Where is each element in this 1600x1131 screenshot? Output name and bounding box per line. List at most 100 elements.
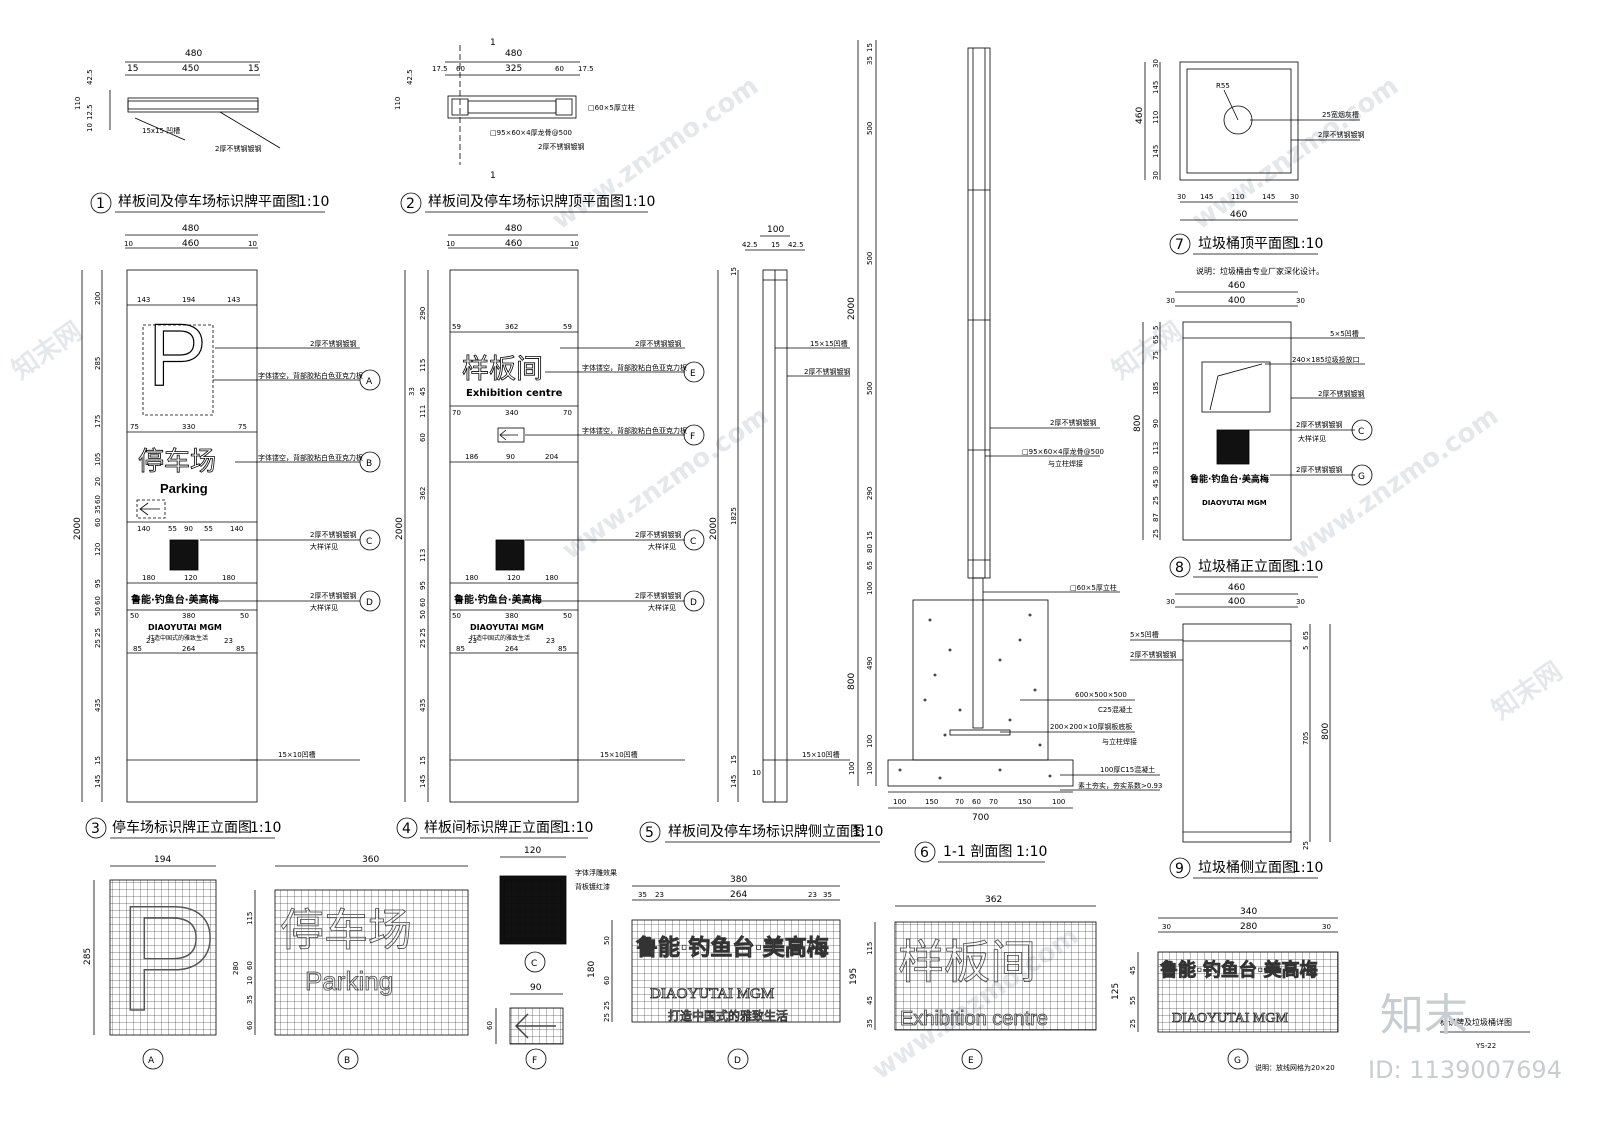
note: 2厚不锈钢镀钢 bbox=[215, 144, 261, 153]
sign-en-text: Parking bbox=[160, 481, 208, 496]
sign-cn-text: 样板间 bbox=[462, 354, 543, 385]
dim-label: 17.5 bbox=[578, 65, 594, 73]
dim-label: 100 bbox=[866, 582, 874, 595]
dim-label: 45 bbox=[1129, 966, 1137, 975]
dim-total: 800 bbox=[1321, 723, 1331, 740]
note: 大样详见 bbox=[648, 542, 676, 551]
detail-label: G bbox=[1234, 1056, 1241, 1066]
dim-label: 325 bbox=[505, 64, 522, 74]
note: 2厚不锈钢镀钢 bbox=[1318, 389, 1364, 398]
dim-label: 145 bbox=[730, 775, 738, 788]
base-plate bbox=[949, 729, 1011, 736]
dim-label: 59 bbox=[563, 323, 572, 331]
note: 200×200×10厚钢板底板 bbox=[1050, 722, 1132, 731]
dim-label: 113 bbox=[1152, 442, 1160, 455]
dim-label: 75 bbox=[130, 423, 139, 431]
note: 字体镂空，背部胶粘白色亚克力板 bbox=[258, 371, 363, 380]
dim-label: 435 bbox=[94, 699, 102, 712]
dim-label: 50 bbox=[94, 607, 102, 616]
dim-label: 80 bbox=[866, 544, 874, 553]
dim-label: 30 bbox=[1290, 193, 1299, 201]
dim-total: 2000 bbox=[847, 297, 857, 320]
note: 与立柱焊接 bbox=[1048, 459, 1083, 468]
dim-label: 10 bbox=[124, 240, 133, 248]
dim-label: 150 bbox=[1018, 798, 1031, 806]
note: 2厚不锈钢镀钢 bbox=[1296, 420, 1342, 429]
dim-label: 23 bbox=[224, 637, 233, 645]
view-number: 2 bbox=[406, 196, 415, 212]
dim-label: 150 bbox=[925, 798, 938, 806]
view-scale: 1:10 bbox=[1292, 860, 1323, 876]
detail-label: A bbox=[148, 1056, 155, 1066]
dim-label: 145 bbox=[1262, 193, 1275, 201]
dim-label: 90 bbox=[184, 525, 193, 533]
detail-b: 360 停车场 Parking 115 280 60 10 35 60 B bbox=[232, 855, 469, 1070]
dim-label: 264 bbox=[182, 645, 196, 653]
dim-label: 15 bbox=[127, 64, 138, 74]
dim-label: 100 bbox=[1052, 798, 1065, 806]
grid-note: 说明：放线网格为20×20 bbox=[1255, 1063, 1335, 1072]
dim-label: 60 bbox=[419, 598, 427, 607]
sign-en-text: Exhibition centre bbox=[900, 1008, 1048, 1030]
logo-seal-icon bbox=[169, 539, 199, 571]
dim-label: 460 bbox=[1228, 281, 1245, 291]
view-number: 1 bbox=[96, 196, 105, 212]
dim-label: 60 bbox=[94, 495, 102, 504]
dim-label: 95 bbox=[419, 581, 427, 590]
dim-label: 30 bbox=[1152, 171, 1160, 180]
note: 字体浮雕效果 bbox=[575, 868, 617, 877]
dim-label: 35 bbox=[638, 891, 647, 899]
view-scale: 1:10 bbox=[1292, 236, 1323, 252]
dim-label: 340 bbox=[505, 409, 518, 417]
view-6-section: 100 150 70 60 70 150 100 700 15 35 500 5… bbox=[847, 40, 1162, 863]
note: 大样详见 bbox=[310, 542, 338, 551]
note: 2厚不锈钢镀钢 bbox=[1318, 130, 1364, 139]
view-title: 1-1 剖面图 bbox=[943, 844, 1012, 860]
dim-label: 204 bbox=[545, 453, 559, 461]
note: C25混凝土 bbox=[1098, 705, 1133, 714]
dim-label: 55 bbox=[204, 525, 213, 533]
callout-c: C bbox=[690, 537, 696, 547]
dim-label: 25 bbox=[94, 628, 102, 637]
dim-label: 70 bbox=[563, 409, 572, 417]
dim-label: 460 bbox=[505, 239, 522, 249]
view-7-bin-top: R55 30 145 110 145 30 460 30 145 110 145… bbox=[1135, 59, 1364, 276]
dim-label: 110 bbox=[1231, 193, 1244, 201]
note: 2厚不锈钢镀钢 bbox=[310, 591, 356, 600]
brand-cn-text: 鲁能·钓鱼台·美高梅 bbox=[130, 593, 219, 606]
dim-label: 200 bbox=[94, 292, 102, 305]
dim-label: 400 bbox=[1228, 597, 1245, 607]
note: 2厚不锈钢镀钢 bbox=[310, 530, 356, 539]
detail-label: F bbox=[532, 1056, 537, 1066]
dim-label: 30 bbox=[1152, 466, 1160, 475]
brand-cn-text: 鲁能·钓鱼台·美高梅 bbox=[1190, 473, 1269, 485]
tagline-text: 打造中国式的雅致生活 bbox=[668, 1008, 788, 1023]
note: 25宽烟灰槽 bbox=[1322, 110, 1359, 119]
dim-label: 110 bbox=[74, 97, 82, 110]
view-9-bin-side: 460 30 400 30 65 5 705 800 25 5×5凹槽 2厚不锈… bbox=[1130, 583, 1331, 879]
dim-label: 75 bbox=[238, 423, 247, 431]
dim-label: 195 bbox=[849, 968, 859, 985]
watermark-brand: 知末网 bbox=[1107, 316, 1188, 385]
dim-label: 23 bbox=[546, 637, 555, 645]
note: 2厚不锈钢镀钢 bbox=[310, 339, 356, 348]
dim-label: 50 bbox=[419, 610, 427, 619]
dim-label: 60 bbox=[603, 976, 611, 985]
view-number: 8 bbox=[1175, 560, 1184, 576]
dim-label: 290 bbox=[866, 487, 874, 500]
brand-en-text: DIAOYUTAI MGM bbox=[1172, 1011, 1288, 1026]
watermark-site: www.znzmo.com bbox=[547, 71, 764, 236]
dim-label: 23 bbox=[468, 637, 477, 645]
logo-seal-icon bbox=[495, 539, 525, 571]
arrow-left-icon bbox=[499, 429, 518, 441]
dim-label: 60 bbox=[94, 596, 102, 605]
dim-label: 23 bbox=[655, 891, 664, 899]
dim-label: 70 bbox=[452, 409, 461, 417]
dim-label: 100 bbox=[848, 762, 856, 775]
note: 大样详见 bbox=[648, 603, 676, 612]
dim-label: 15 bbox=[94, 756, 102, 765]
callout-c: C bbox=[1358, 427, 1364, 437]
dim-label: 10 bbox=[248, 240, 257, 248]
dim-label: 45 bbox=[866, 996, 874, 1005]
dim-label: 30 bbox=[1166, 297, 1175, 305]
